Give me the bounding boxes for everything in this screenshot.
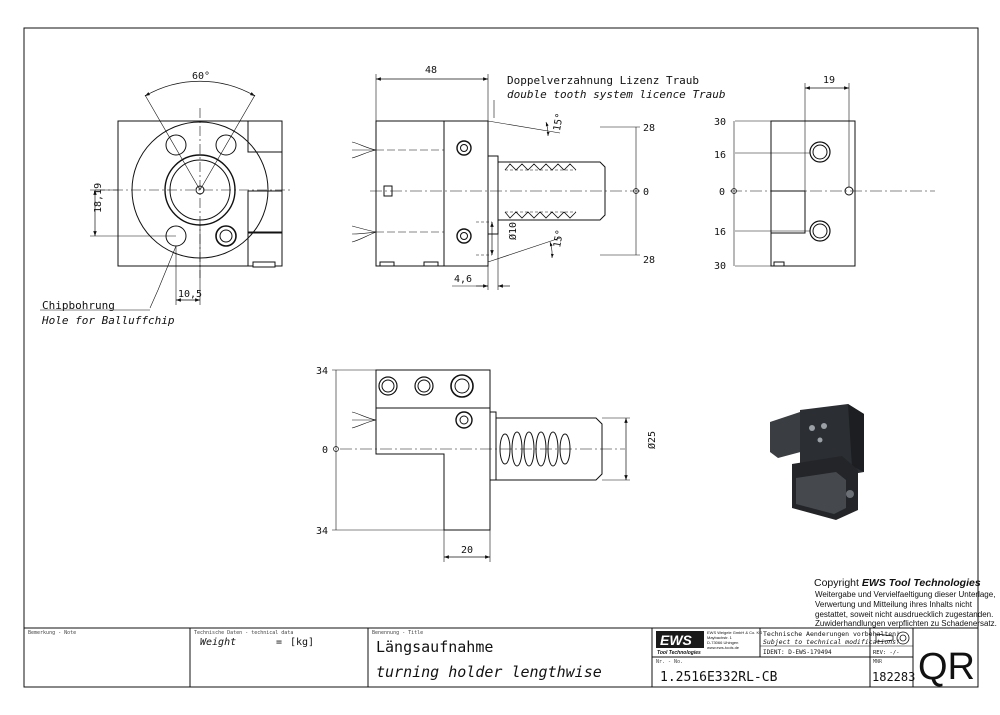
chip-label-en: Hole for Balluffchip	[41, 314, 175, 327]
changes-en: Subject to technical modifications!	[763, 638, 900, 646]
front-angle-bottom: 15°	[552, 229, 566, 249]
company-line-1: Maybachstr. 1	[707, 635, 733, 640]
revision-value: REV: -/-	[873, 650, 900, 656]
weight-label: Weight	[200, 637, 236, 648]
remark-label: Bemerkung - Note	[28, 630, 76, 636]
side-view	[730, 83, 935, 267]
chip-label-de: Chipbohrung	[42, 299, 115, 312]
company-line-2: D-73066 Uhingen	[707, 640, 738, 645]
changes-de: Technische Aenderungen vorbehalten!	[763, 630, 900, 638]
side-ord-0: 30	[714, 117, 726, 128]
side-ord-2: 0	[719, 187, 725, 198]
copyright-line-1: Verwertung und Mitteilung ihres Inhalts …	[815, 600, 973, 609]
side-ord-1: 16	[714, 150, 726, 161]
front-small-diameter: Ø10	[507, 222, 519, 240]
front-width-dim: 48	[425, 65, 437, 76]
mnr-value: 182283	[872, 670, 915, 684]
iso-preview-image	[770, 404, 864, 520]
bottom-shank-diameter: Ø25	[646, 431, 658, 449]
front-ord-bottom: 28	[643, 255, 655, 266]
top-view	[40, 80, 290, 311]
company-line-3: www.ews-tools.de	[707, 645, 740, 650]
copyright-line-0: Weitergabe und Vervielfaeltigung dieser …	[815, 590, 995, 599]
weight-unit: [kg]	[290, 637, 314, 648]
bottom-ord-mid: 0	[322, 445, 328, 456]
ews-logo-sub: Tool Technologies	[657, 650, 701, 656]
company-line-0: EWS Weigele GmbH & Co. KG	[707, 630, 762, 635]
top-height-dim: 18,19	[93, 183, 104, 213]
bottom-ord-bottom: 34	[316, 526, 328, 537]
qr-mark: QR	[918, 646, 975, 688]
sheet-frame	[23, 27, 979, 688]
bottom-ord-top: 34	[316, 366, 328, 377]
top-width-dim: 10,5	[178, 289, 202, 300]
top-angle-label: 60°	[192, 71, 210, 82]
tooth-label-de: Doppelverzahnung Lizenz Traub	[507, 74, 699, 87]
svg-text:Copyright EWS Tool Technologie: Copyright EWS Tool Technologies	[814, 577, 981, 589]
mnr-label: MNR	[873, 659, 883, 665]
title-label: Benennung - Title	[372, 630, 423, 636]
copyright-line-3: Zuwiderhandlungen verpflichten zu Schade…	[815, 619, 997, 628]
bottom-view	[332, 369, 630, 562]
side-ord-4: 30	[714, 261, 726, 272]
front-ord-top: 28	[643, 123, 655, 134]
side-width-dim: 19	[823, 75, 835, 86]
ews-logo: EWS	[660, 632, 693, 648]
side-ord-3: 16	[714, 227, 726, 238]
copyright-prefix: Copyright	[814, 577, 862, 589]
weight-equals: =	[276, 637, 282, 648]
front-offset-dim: 4,6	[454, 274, 472, 285]
copyright-line-2: gestattet, soweit nicht ausdruecklich zu…	[815, 610, 993, 619]
copyright-block: Copyright EWS Tool Technologies Weiterga…	[814, 577, 997, 628]
ident-value: IDENT: D-EWS-179494	[763, 649, 832, 656]
tooth-label-en: double tooth system licence Traub	[507, 88, 726, 101]
number-label: Nr. - No.	[656, 659, 683, 665]
bottom-width-dim: 20	[461, 545, 473, 556]
front-angle-top: 15°	[552, 112, 566, 132]
title-en: turning holder lengthwise	[376, 663, 602, 681]
copyright-brand: EWS Tool Technologies	[862, 577, 981, 589]
front-view	[351, 74, 640, 290]
title-block	[24, 627, 978, 687]
title-de: Längsaufnahme	[376, 638, 493, 656]
part-number: 1.2516E332RL-CB	[660, 670, 778, 685]
tech-data-label: Technische Daten - technical data	[194, 630, 293, 636]
front-ord-mid: 0	[643, 187, 649, 198]
